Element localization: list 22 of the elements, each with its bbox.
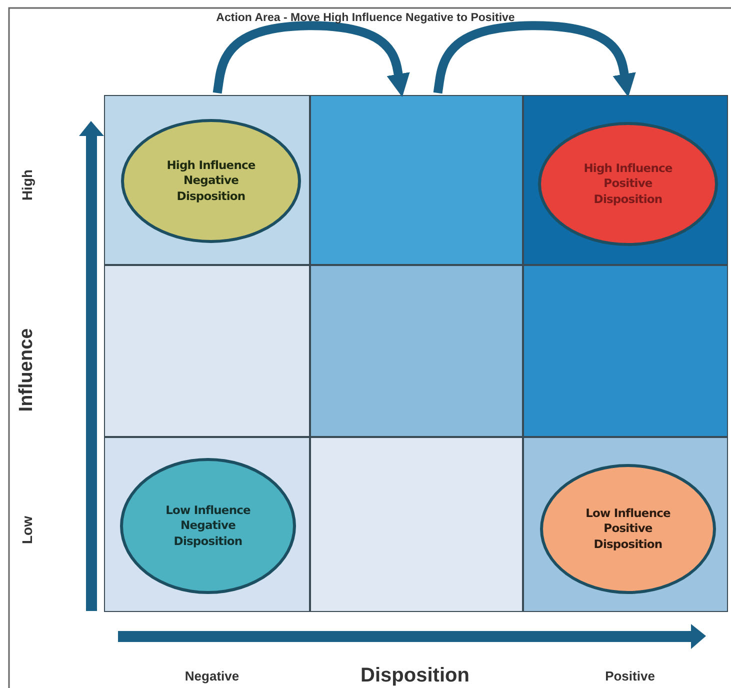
node-text: High Influence Positive Disposition: [582, 160, 674, 208]
grid-cell: [104, 265, 310, 437]
axis-label: Disposition: [360, 664, 470, 688]
node-text: High Influence Negative Disposition: [166, 158, 256, 204]
grid-cell: [310, 437, 523, 612]
grid-cell: [523, 95, 728, 265]
curved-arrow: [212, 21, 410, 98]
axis-label: Low: [19, 516, 35, 544]
node-text: Low Influence Negative Disposition: [164, 502, 252, 550]
axis-label: High: [19, 169, 35, 201]
grid-cell: [310, 265, 523, 437]
grid-cell: [523, 265, 728, 437]
grid-cell: [310, 95, 523, 265]
axis-label: Negative: [184, 668, 240, 684]
grid-cell: [104, 95, 310, 265]
node-text: Low Influence Positive Disposition: [584, 506, 672, 552]
title: Action Area - Move High Influence Negative to Positive: [215, 12, 516, 24]
grid-cell: [523, 437, 728, 612]
axis-label: Positive: [605, 668, 655, 684]
curved-arrow: [433, 21, 636, 98]
axis-label: Influence: [16, 328, 38, 412]
grid-cell: [104, 437, 310, 612]
